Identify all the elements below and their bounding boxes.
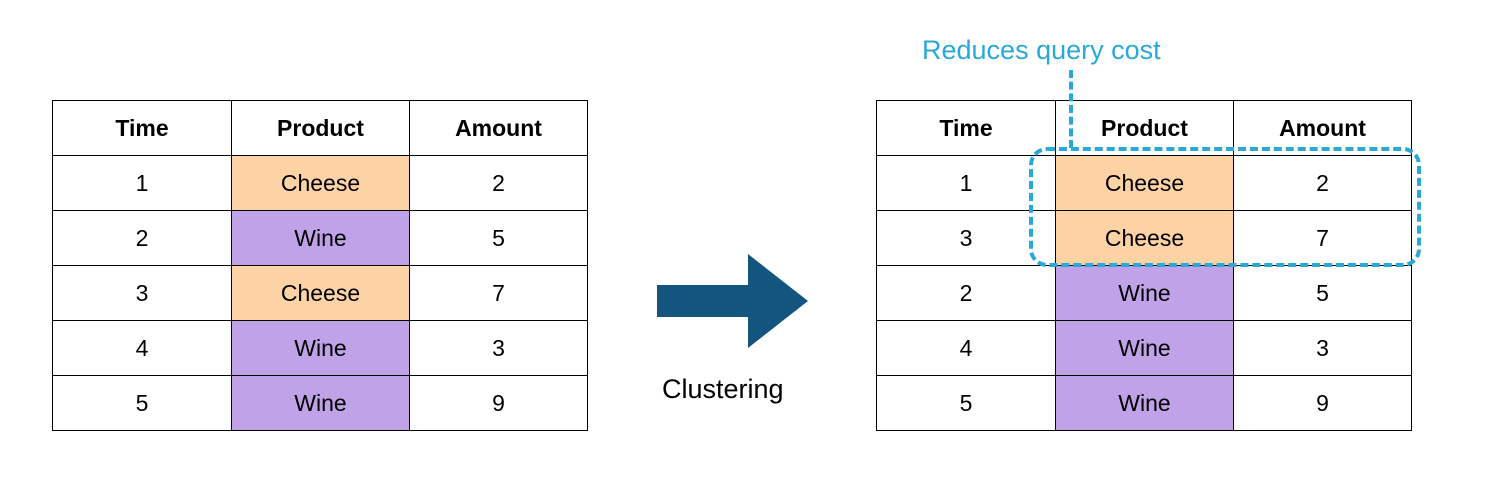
cell-product: Wine <box>231 375 410 431</box>
cell-product: Wine <box>231 210 410 266</box>
header-time: Time <box>52 100 232 156</box>
annotation-connector <box>1069 70 1073 148</box>
cell-product: Wine <box>1055 265 1234 321</box>
cell-time: 2 <box>876 265 1056 321</box>
cell-time: 4 <box>876 320 1056 376</box>
right-arrow-icon <box>657 254 808 348</box>
cell-product: Wine <box>1055 320 1234 376</box>
header-product: Product <box>1055 100 1234 156</box>
arrow-shape <box>657 254 808 348</box>
table-header-row: Time Product Amount <box>876 100 1412 156</box>
cell-product: Cheese <box>1055 210 1234 266</box>
cell-amount: 3 <box>409 320 588 376</box>
cell-product: Wine <box>1055 375 1234 431</box>
annotation-label: Reduces query cost <box>922 35 1161 65</box>
header-amount: Amount <box>1233 100 1412 156</box>
cell-product: Cheese <box>1055 155 1234 211</box>
header-time: Time <box>876 100 1056 156</box>
cell-product: Wine <box>231 320 410 376</box>
clustering-label: Clustering <box>662 374 784 404</box>
cell-time: 1 <box>52 155 232 211</box>
cell-time: 5 <box>876 375 1056 431</box>
cell-amount: 9 <box>409 375 588 431</box>
cell-amount: 7 <box>409 265 588 321</box>
cell-time: 5 <box>52 375 232 431</box>
cell-amount: 7 <box>1233 210 1412 266</box>
cell-time: 3 <box>52 265 232 321</box>
cell-time: 2 <box>52 210 232 266</box>
cell-amount: 2 <box>409 155 588 211</box>
cell-time: 3 <box>876 210 1056 266</box>
cell-amount: 9 <box>1233 375 1412 431</box>
header-product: Product <box>231 100 410 156</box>
cell-amount: 5 <box>1233 265 1412 321</box>
cell-amount: 5 <box>409 210 588 266</box>
cell-product: Cheese <box>231 155 410 211</box>
table-header-row: Time Product Amount <box>52 100 588 156</box>
cell-time: 1 <box>876 155 1056 211</box>
cell-product: Cheese <box>231 265 410 321</box>
cell-amount: 2 <box>1233 155 1412 211</box>
cell-amount: 3 <box>1233 320 1412 376</box>
header-amount: Amount <box>409 100 588 156</box>
cell-time: 4 <box>52 320 232 376</box>
